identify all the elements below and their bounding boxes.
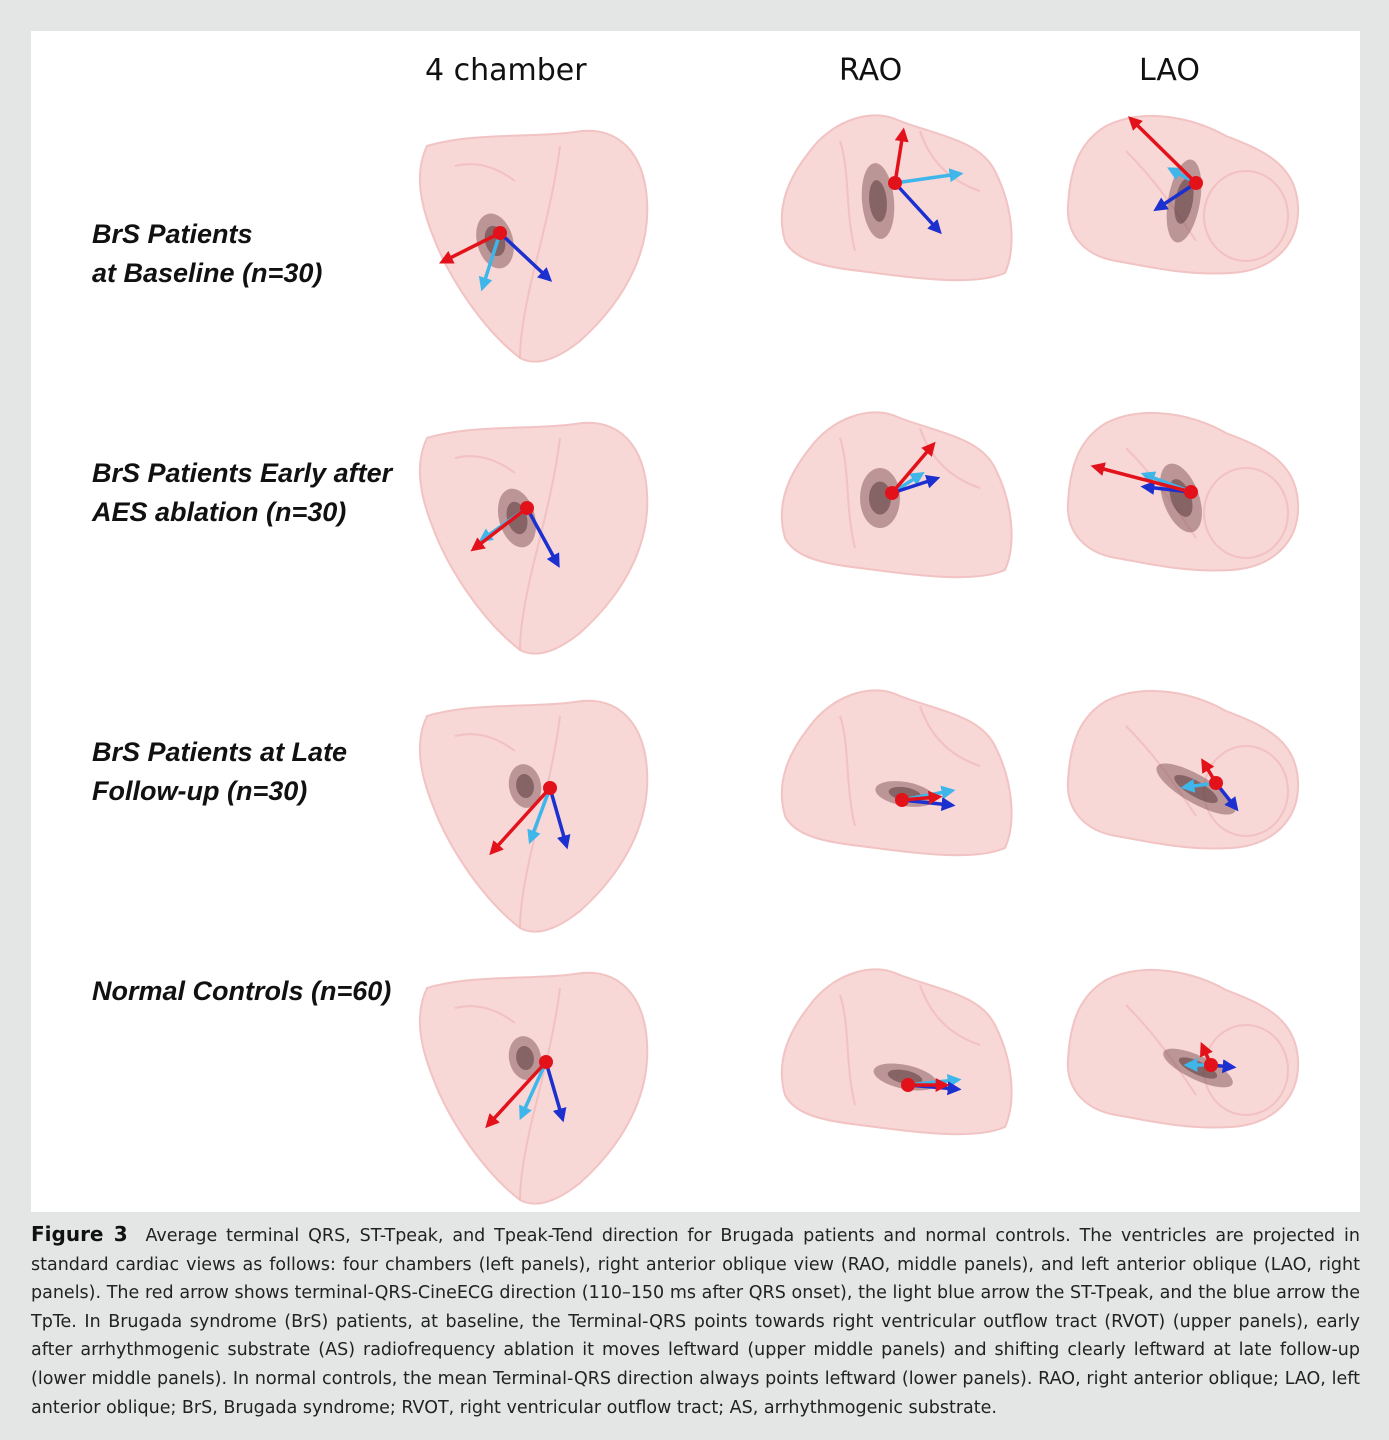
heart-contour [1203, 467, 1289, 560]
heart-silhouette [418, 699, 649, 933]
terminal-qrs-arrow [470, 506, 529, 552]
heart-contour [454, 163, 516, 182]
caption-text: Average terminal QRS, ST-Tpeak, and Tpea… [31, 1226, 1360, 1418]
heart-contour [839, 140, 856, 252]
figure-caption: Figure 3 Average terminal QRS, ST-Tpeak,… [31, 1220, 1360, 1422]
tpte-arrow [891, 474, 941, 495]
origin-dot [493, 226, 507, 240]
heart-4ch-baseline [418, 129, 649, 363]
st-tpeak-arrow [527, 787, 552, 845]
heart-lao-late [1066, 689, 1300, 850]
row-label-line: BrS Patients [92, 219, 253, 249]
terminal-qrs-arrow [489, 786, 552, 856]
heart-4ch-early [418, 421, 649, 655]
heart-4ch-late [418, 699, 649, 933]
heart-silhouette [1066, 968, 1300, 1129]
row-label-line: BrS Patients at Late [92, 737, 348, 767]
st-tpeak-arrow [519, 1061, 548, 1121]
heart-lao-early [1066, 411, 1300, 572]
tpte-arrow [498, 231, 553, 282]
heart-rao-controls [780, 968, 1013, 1136]
origin-dot [520, 501, 534, 515]
row-label-baseline: BrS Patients at Baseline (n=30) [92, 215, 322, 293]
row-label-early-after-ablation: BrS Patients Early after AES ablation (n… [92, 454, 392, 532]
row-label-line: Normal Controls (n=60) [92, 976, 392, 1006]
terminal-qrs-arrow [438, 231, 501, 264]
excitation-core-inner [869, 481, 891, 515]
excitation-core-inner [516, 1045, 534, 1071]
row-label-line: AES ablation (n=30) [92, 497, 347, 527]
origin-dot [539, 1055, 553, 1069]
origin-dot [1184, 485, 1198, 499]
tpte-arrow [525, 507, 560, 568]
terminal-qrs-arrow [1090, 462, 1192, 494]
heart-contour [839, 994, 856, 1106]
tpte-arrow [544, 1061, 567, 1123]
heart-silhouette [780, 114, 1013, 282]
origin-dot [1189, 176, 1203, 190]
heart-contour [519, 437, 561, 651]
heart-contour [919, 130, 981, 192]
heart-lao-baseline [1066, 114, 1300, 275]
origin-dot [901, 1078, 915, 1092]
figure-label: Figure 3 [31, 1222, 128, 1246]
heart-rao-baseline [780, 114, 1013, 282]
heart-contour [919, 705, 981, 767]
figure-panel: 4 chamber RAO LAO BrS Patients at Baseli… [31, 31, 1360, 1212]
row-label-line: BrS Patients Early after [92, 458, 393, 488]
heart-contour [919, 427, 981, 489]
origin-dot [885, 486, 899, 500]
origin-dot [1209, 776, 1223, 790]
st-tpeak-arrow [894, 168, 964, 185]
excitation-core-inner [869, 180, 887, 222]
heart-silhouette [780, 968, 1013, 1136]
terminal-qrs-arrow [1128, 116, 1198, 185]
excitation-core-inner [516, 773, 534, 799]
heart-contour [519, 987, 561, 1201]
heart-contour [1203, 170, 1289, 263]
tpte-arrow [548, 787, 571, 850]
row-label-line: at Baseline (n=30) [92, 258, 323, 288]
heart-rao-late [780, 689, 1013, 857]
heart-contour [839, 437, 856, 549]
origin-dot [888, 176, 902, 190]
heart-silhouette [418, 129, 649, 363]
heart-4ch-controls [418, 971, 649, 1205]
origin-dot [543, 781, 557, 795]
heart-silhouette [780, 689, 1013, 857]
terminal-qrs-arrow [890, 441, 936, 495]
row-label-late-follow-up: BrS Patients at Late Follow-up (n=30) [92, 733, 347, 811]
row-label-line: Follow-up (n=30) [92, 776, 308, 806]
heart-contour [1125, 1004, 1197, 1096]
column-header-4-chamber: 4 chamber [425, 53, 587, 88]
row-label-normal-controls: Normal Controls (n=60) [92, 972, 391, 1011]
heart-contour [454, 733, 516, 752]
origin-dot [1204, 1058, 1218, 1072]
st-tpeak-arrow [478, 232, 502, 292]
tpte-arrow [1153, 181, 1197, 212]
heart-lao-controls [1066, 968, 1300, 1129]
heart-contour [454, 455, 516, 474]
excitation-core-inner [887, 1069, 923, 1085]
column-header-rao: RAO [839, 53, 903, 88]
heart-contour [919, 984, 981, 1046]
heart-rao-early [780, 411, 1013, 579]
column-header-lao: LAO [1139, 53, 1201, 88]
terminal-qrs-arrow [893, 127, 909, 184]
tpte-arrow [893, 181, 942, 235]
origin-dot [895, 793, 909, 807]
terminal-qrs-arrow [485, 1060, 548, 1129]
heart-contour [454, 1005, 516, 1024]
heart-contour [839, 715, 856, 827]
